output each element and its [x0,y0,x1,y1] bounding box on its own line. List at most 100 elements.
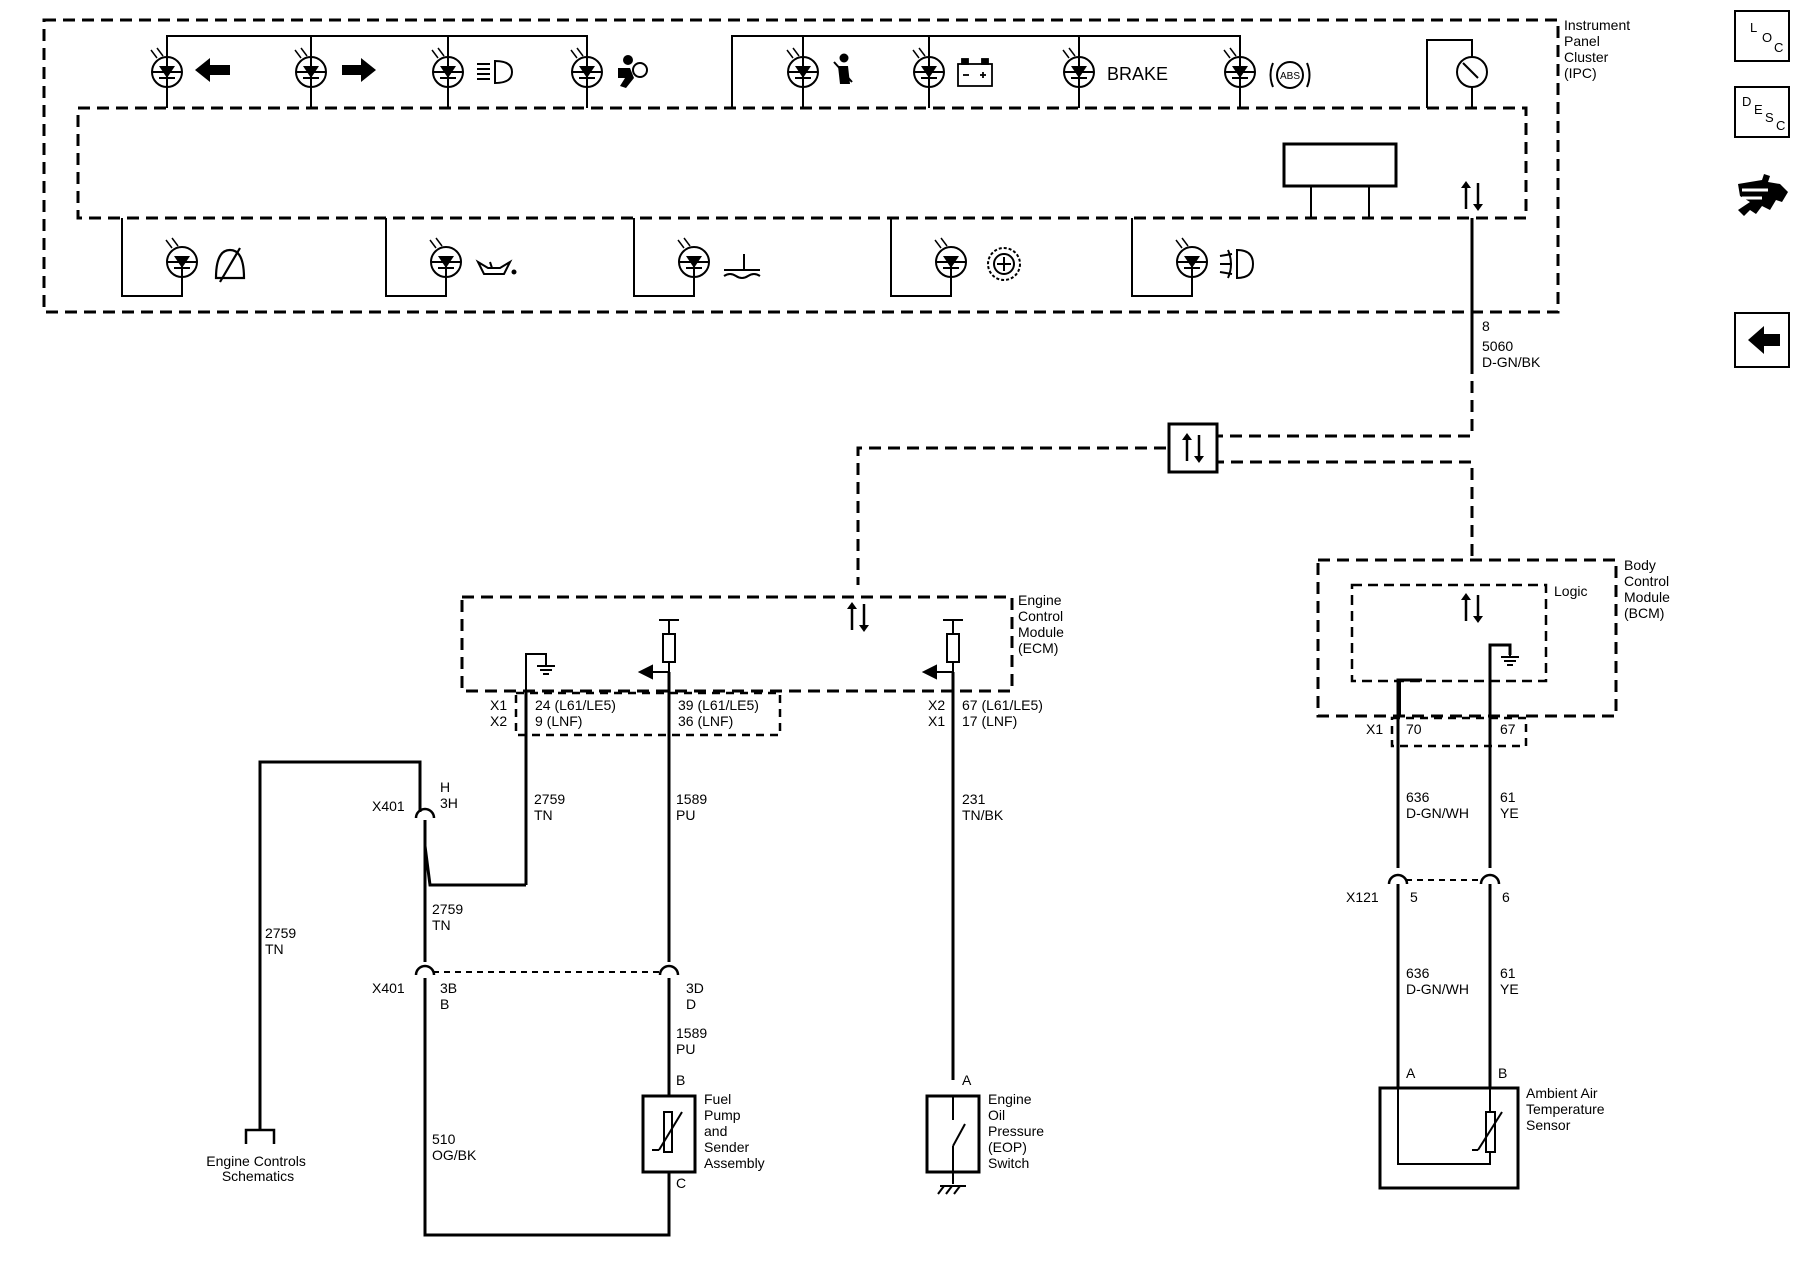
svg-text:OG/BK: OG/BK [432,1147,477,1163]
svg-text:O: O [1762,30,1772,45]
svg-text:X1: X1 [928,713,945,729]
svg-text:636: 636 [1406,965,1430,981]
svg-text:3H: 3H [440,795,458,811]
ipc-bottom-lamps [121,218,1193,297]
svg-text:36 (LNF): 36 (LNF) [678,713,733,729]
svg-text:9 (LNF): 9 (LNF) [535,713,582,729]
svg-text:B: B [440,996,449,1012]
svg-text:TN: TN [534,807,553,823]
back-button[interactable] [1734,312,1790,368]
svg-text:D-GN/WH: D-GN/WH [1406,981,1469,997]
svg-text:3D: 3D [686,980,704,996]
svg-text:67 (L61/LE5): 67 (L61/LE5) [962,697,1043,713]
svg-text:5: 5 [1410,889,1418,905]
oil-can-icon [475,259,517,275]
svg-text:D: D [686,996,696,1012]
svg-text:Logic: Logic [1554,583,1587,599]
svg-text:E: E [1754,102,1763,117]
ecm-connector [514,691,782,737]
fuel-level-icon [723,254,761,279]
svg-text:L: L [1750,20,1757,35]
harness-icon [1738,174,1788,216]
svg-text:61: 61 [1500,789,1516,805]
svg-text:1589: 1589 [676,1025,707,1041]
svg-text:ABS: ABS [1280,71,1300,82]
svg-text:Engine Control Mod: Engine Control Module (ECM) [1018,592,1068,656]
fuel-pump-sender [641,1094,697,1174]
svg-text:2759: 2759 [265,925,296,941]
svg-text:B: B [676,1072,685,1088]
loc-button[interactable]: L O C [1734,10,1790,62]
ipc-module: Instrument Panel Cluster (IPC) [42,17,1634,314]
svg-text:PU: PU [676,807,695,823]
svg-text:TN: TN [265,941,284,957]
svg-text:PU: PU [676,1041,695,1057]
x401-connector-lower-d [658,964,680,977]
svg-text:Body Control Modul: Body Control Module (BCM) [1624,557,1674,621]
svg-text:231: 231 [962,791,986,807]
serial-data-bus [856,218,1474,585]
desc-button[interactable]: D E S C [1734,86,1790,138]
svg-text:17 (LNF): 17 (LNF) [962,713,1017,729]
svg-text:YE: YE [1500,805,1519,821]
desc-icon: D E S C [1742,94,1785,133]
svg-text:YE: YE [1500,981,1519,997]
serial-pin-label: 8 [1482,318,1490,334]
svg-text:39 (L61/LE5): 39 (L61/LE5) [678,697,759,713]
svg-text:X401: X401 [372,980,405,996]
svg-text:TN: TN [432,917,451,933]
serial-color-label: D-GN/BK [1482,354,1541,370]
airbag-icon [618,55,648,88]
x401-connector-lower-b [414,964,436,977]
svg-text:1589: 1589 [676,791,707,807]
svg-text:H: H [440,779,450,795]
bcm-connector [1390,716,1528,748]
svg-text:C: C [1774,40,1783,55]
x121-connector-5 [1387,873,1409,886]
check-gauge-icon [214,247,246,283]
brake-label: BRAKE [1107,64,1168,84]
svg-text:X121: X121 [1346,889,1379,905]
left-arrow-icon [195,58,230,82]
svg-text:X401: X401 [372,798,405,814]
svg-text:A: A [962,1072,972,1088]
eop-label: Engine Oil Pressure (EOP) Switch [988,1091,1048,1171]
x401-connector-upper [414,807,436,820]
battery-icon [957,58,993,87]
svg-text:2759: 2759 [534,791,565,807]
svg-text:X2: X2 [928,697,945,713]
ecm-wiring [258,672,955,1237]
svg-text:B: B [1498,1065,1507,1081]
x121-connector-6 [1479,873,1501,886]
svg-text:70: 70 [1406,721,1422,737]
ipc-label: Instrument Panel Cluster (IPC) [1564,17,1634,81]
ecm-sensor-circuits [637,619,963,680]
svg-text:X1: X1 [1366,721,1383,737]
svg-text:S: S [1765,110,1774,125]
ecm-module: Engine Control Module (ECM) [460,592,1068,693]
eop-switch [925,1094,981,1195]
svg-text:D-GN/WH: D-GN/WH [1406,805,1469,821]
gauge-icon [1456,56,1488,88]
high-beam-icon [477,59,514,85]
back-arrow-icon [1748,326,1780,354]
svg-text:61: 61 [1500,965,1516,981]
svg-text:C: C [676,1175,686,1191]
serial-circuit-label: 5060 [1482,338,1513,354]
svg-text:636: 636 [1406,789,1430,805]
ambient-air-sensor [1378,1086,1520,1190]
connector-view-button[interactable] [1732,166,1792,222]
svg-text:A: A [1406,1065,1416,1081]
svg-text:67: 67 [1500,721,1516,737]
right-arrow-icon [342,58,376,82]
abs-icon: ABS [1269,61,1311,89]
engine-controls-label: Engine Controls Schematics [206,1153,310,1184]
engine-controls-reference [244,1128,276,1144]
bcm-module: Logic Body Control Module (BCM) [1316,557,1674,718]
svg-text:510: 510 [432,1131,456,1147]
svg-text:TN/BK: TN/BK [962,807,1004,823]
fog-lamp-icon [1219,248,1255,280]
svg-text:X2: X2 [490,713,507,729]
loc-icon: L O C [1750,20,1783,55]
